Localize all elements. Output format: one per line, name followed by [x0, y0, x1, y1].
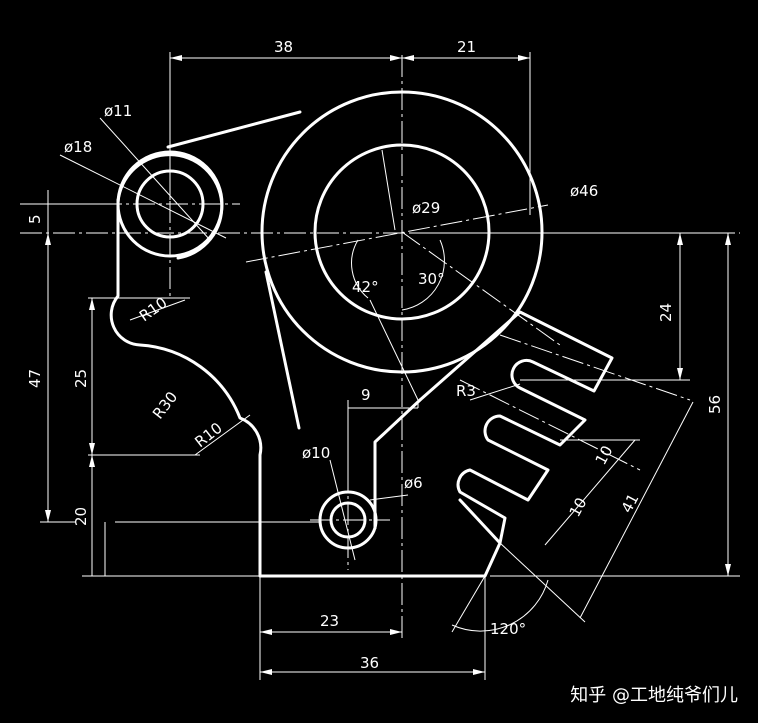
dim-dia-29: ø29 [412, 199, 440, 217]
dim-r10-lower: R10 [191, 419, 225, 451]
watermark-text: 知乎 @工地纯爷们儿 [570, 685, 738, 706]
dim-38: 38 [274, 38, 293, 56]
dim-9: 9 [361, 386, 371, 404]
step-right [373, 398, 422, 530]
dim-10-a: 10 [592, 443, 617, 468]
dim-5: 5 [26, 214, 44, 224]
dim-angle-120: 120° [490, 620, 526, 638]
dim-dia-10: ø10 [302, 444, 330, 462]
dim-36: 36 [360, 654, 379, 672]
dim-dia-6: ø6 [404, 474, 423, 492]
dim-dia-18: ø18 [64, 138, 92, 156]
comb-profile [418, 310, 614, 545]
dim-20: 20 [72, 507, 90, 526]
dim-56: 56 [706, 395, 724, 414]
dim-r30: R30 [149, 388, 181, 422]
dim-21: 21 [457, 38, 476, 56]
dim-41: 41 [618, 491, 643, 516]
dim-25: 25 [72, 369, 90, 388]
dim-r3: R3 [456, 382, 476, 400]
dim-angle-30: 30° [418, 270, 445, 288]
part-outline [109, 90, 614, 578]
dim-23: 23 [320, 612, 339, 630]
dim-24: 24 [657, 303, 675, 322]
left-boss-arc [116, 153, 224, 260]
dim-angle-42: 42° [352, 278, 379, 296]
dim-dia-11: ø11 [104, 102, 132, 120]
dimension-lines [20, 52, 740, 680]
center-lines [20, 55, 740, 640]
rib-left [264, 270, 301, 430]
dim-dia-46: ø46 [570, 182, 598, 200]
tangent-line-top [166, 110, 302, 149]
dim-47: 47 [26, 369, 44, 388]
